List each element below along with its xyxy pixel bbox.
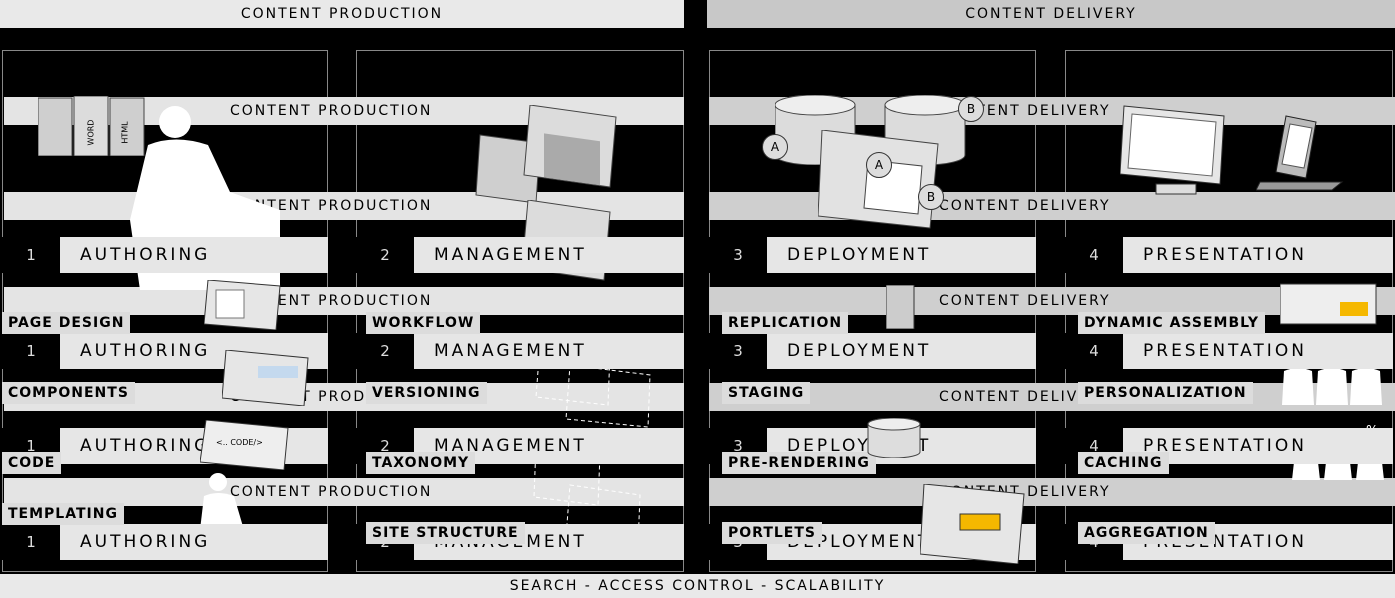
stage-number: 4 [1065, 333, 1123, 369]
delivery-band: CONTENT DELIVERY [709, 478, 1395, 506]
content-production-header: CONTENT PRODUCTION [0, 0, 684, 28]
book-label: WORD [86, 119, 96, 146]
page-layout-icon [920, 484, 1030, 564]
stage-label: PRESENTATION [1123, 237, 1393, 273]
screen-stack-icon [470, 105, 640, 215]
pda-icon [1256, 112, 1346, 192]
browser-window-icon [1280, 282, 1380, 326]
task-label: PORTLETS [722, 522, 822, 544]
page-layout-icon [204, 280, 284, 330]
task-label: CODE [2, 452, 62, 474]
stage-number: 3 [709, 333, 767, 369]
delivery-band: CONTENT DELIVERY [709, 192, 1395, 220]
stage-label: DEPLOYMENT [767, 237, 1036, 273]
stage-label: MANAGEMENT [414, 333, 684, 369]
node-a-badge: A [762, 134, 788, 160]
stage-number: 3 [709, 237, 767, 273]
task-label: PAGE DESIGN [2, 312, 131, 334]
stage-label: PRESENTATION [1123, 333, 1393, 369]
stage-number: 1 [2, 333, 60, 369]
task-label: STAGING [722, 382, 811, 404]
task-label: AGGREGATION [1078, 522, 1215, 544]
task-label: PERSONALIZATION [1078, 382, 1253, 404]
task-label: WORKFLOW [366, 312, 481, 334]
stage-label: AUTHORING [60, 237, 328, 273]
book-label: HTML [120, 121, 130, 144]
node-a-badge: A [866, 152, 892, 178]
stage-number: 4 [1065, 237, 1123, 273]
stage-number: 1 [2, 237, 60, 273]
footer-bar: SEARCH - ACCESS CONTROL - SCALABILITY [0, 574, 1395, 598]
production-band: CONTENT PRODUCTION [4, 478, 684, 506]
task-label: DYNAMIC ASSEMBLY [1078, 312, 1265, 334]
server-icon [886, 285, 916, 329]
stage-number: 2 [356, 237, 414, 273]
page-layout-icon [222, 350, 312, 406]
stage-number: 2 [356, 333, 414, 369]
task-label: VERSIONING [366, 382, 487, 404]
content-delivery-header: CONTENT DELIVERY [707, 0, 1395, 28]
monitor-icon [1120, 100, 1230, 200]
node-b-badge: B [918, 184, 944, 210]
person-silhouette-icon [196, 470, 256, 530]
code-card-label: <.. CODE/> [216, 438, 263, 447]
task-label: PRE-RENDERING [722, 452, 876, 474]
stage-label: AUTHORING [60, 524, 328, 560]
production-band: CONTENT PRODUCTION [4, 287, 684, 315]
task-label: CACHING [1078, 452, 1169, 474]
code-card-icon [200, 420, 290, 470]
book-stack-icon [38, 96, 158, 156]
stage-label: MANAGEMENT [414, 428, 684, 464]
node-b-badge: B [958, 96, 984, 122]
task-label: COMPONENTS [2, 382, 135, 404]
task-label: REPLICATION [722, 312, 849, 334]
task-label: TAXONOMY [366, 452, 476, 474]
task-label: TEMPLATING [2, 503, 124, 525]
stage-label: MANAGEMENT [414, 237, 684, 273]
database-cylinder-icon [866, 418, 922, 458]
delivery-band: CONTENT DELIVERY [709, 383, 1395, 411]
stage-label: DEPLOYMENT [767, 333, 1036, 369]
stage-number: 1 [2, 524, 60, 560]
task-label: SITE STRUCTURE [366, 522, 525, 544]
deployed-page-icon [818, 130, 958, 230]
